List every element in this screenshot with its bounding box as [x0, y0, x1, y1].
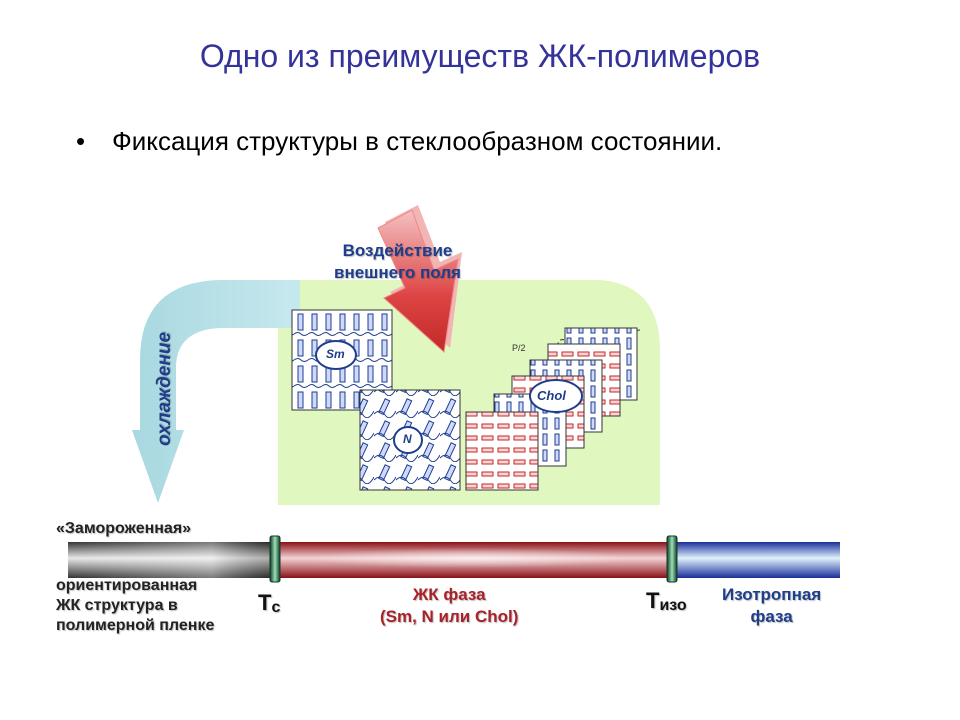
bullet-text: Фиксация структуры в стеклообразном сост… [112, 126, 723, 156]
cholesteric-stack [465, 327, 641, 491]
frozen-label-body: ориентированная ЖК структура в полимерно… [56, 576, 214, 636]
tc-label: Tc [258, 590, 280, 617]
field-region [278, 280, 660, 505]
chol-label: Chol [537, 388, 566, 403]
bullet-dot-icon: • [76, 126, 86, 156]
tc-T: T [258, 590, 272, 615]
tc-marker [269, 535, 281, 583]
iso-line2: фаза [750, 607, 793, 626]
frozen-line2: ориентированная [56, 577, 198, 594]
tc-sub: c [271, 599, 281, 616]
field-label-line1: Воздействие [342, 241, 453, 260]
tiso-label: Tизо [646, 588, 687, 615]
field-label-line2: внешнего поля [334, 263, 461, 282]
cooling-label: охлаждение [154, 331, 176, 447]
field-label: Воздействие внешнего поля [334, 240, 461, 284]
n-label: N [403, 432, 412, 446]
bullet-item: • Фиксация структуры в стеклообразном со… [76, 126, 722, 157]
lc-phase-label: ЖК фаза (Sm, N или Chol) [380, 584, 518, 628]
slide-title: Одно из преимуществ ЖК-полимеров [199, 38, 761, 74]
lc-line2: (Sm, N или Chol) [380, 607, 519, 626]
pitch-label: P/2 [512, 343, 526, 353]
tiso-sub: изо [659, 597, 687, 614]
iso-line1: Изотропная [722, 585, 822, 604]
tiso-T: T [646, 588, 660, 613]
frozen-line4: полимерной пленке [56, 617, 215, 634]
frozen-line3: ЖК структура в [56, 597, 178, 614]
lc-line1: ЖК фаза [412, 585, 486, 604]
iso-phase-label: Изотропная фаза [722, 584, 821, 628]
tiso-marker [666, 535, 678, 583]
sm-label: Sm [326, 347, 345, 361]
frozen-label-top: «Замороженная» [56, 520, 192, 537]
